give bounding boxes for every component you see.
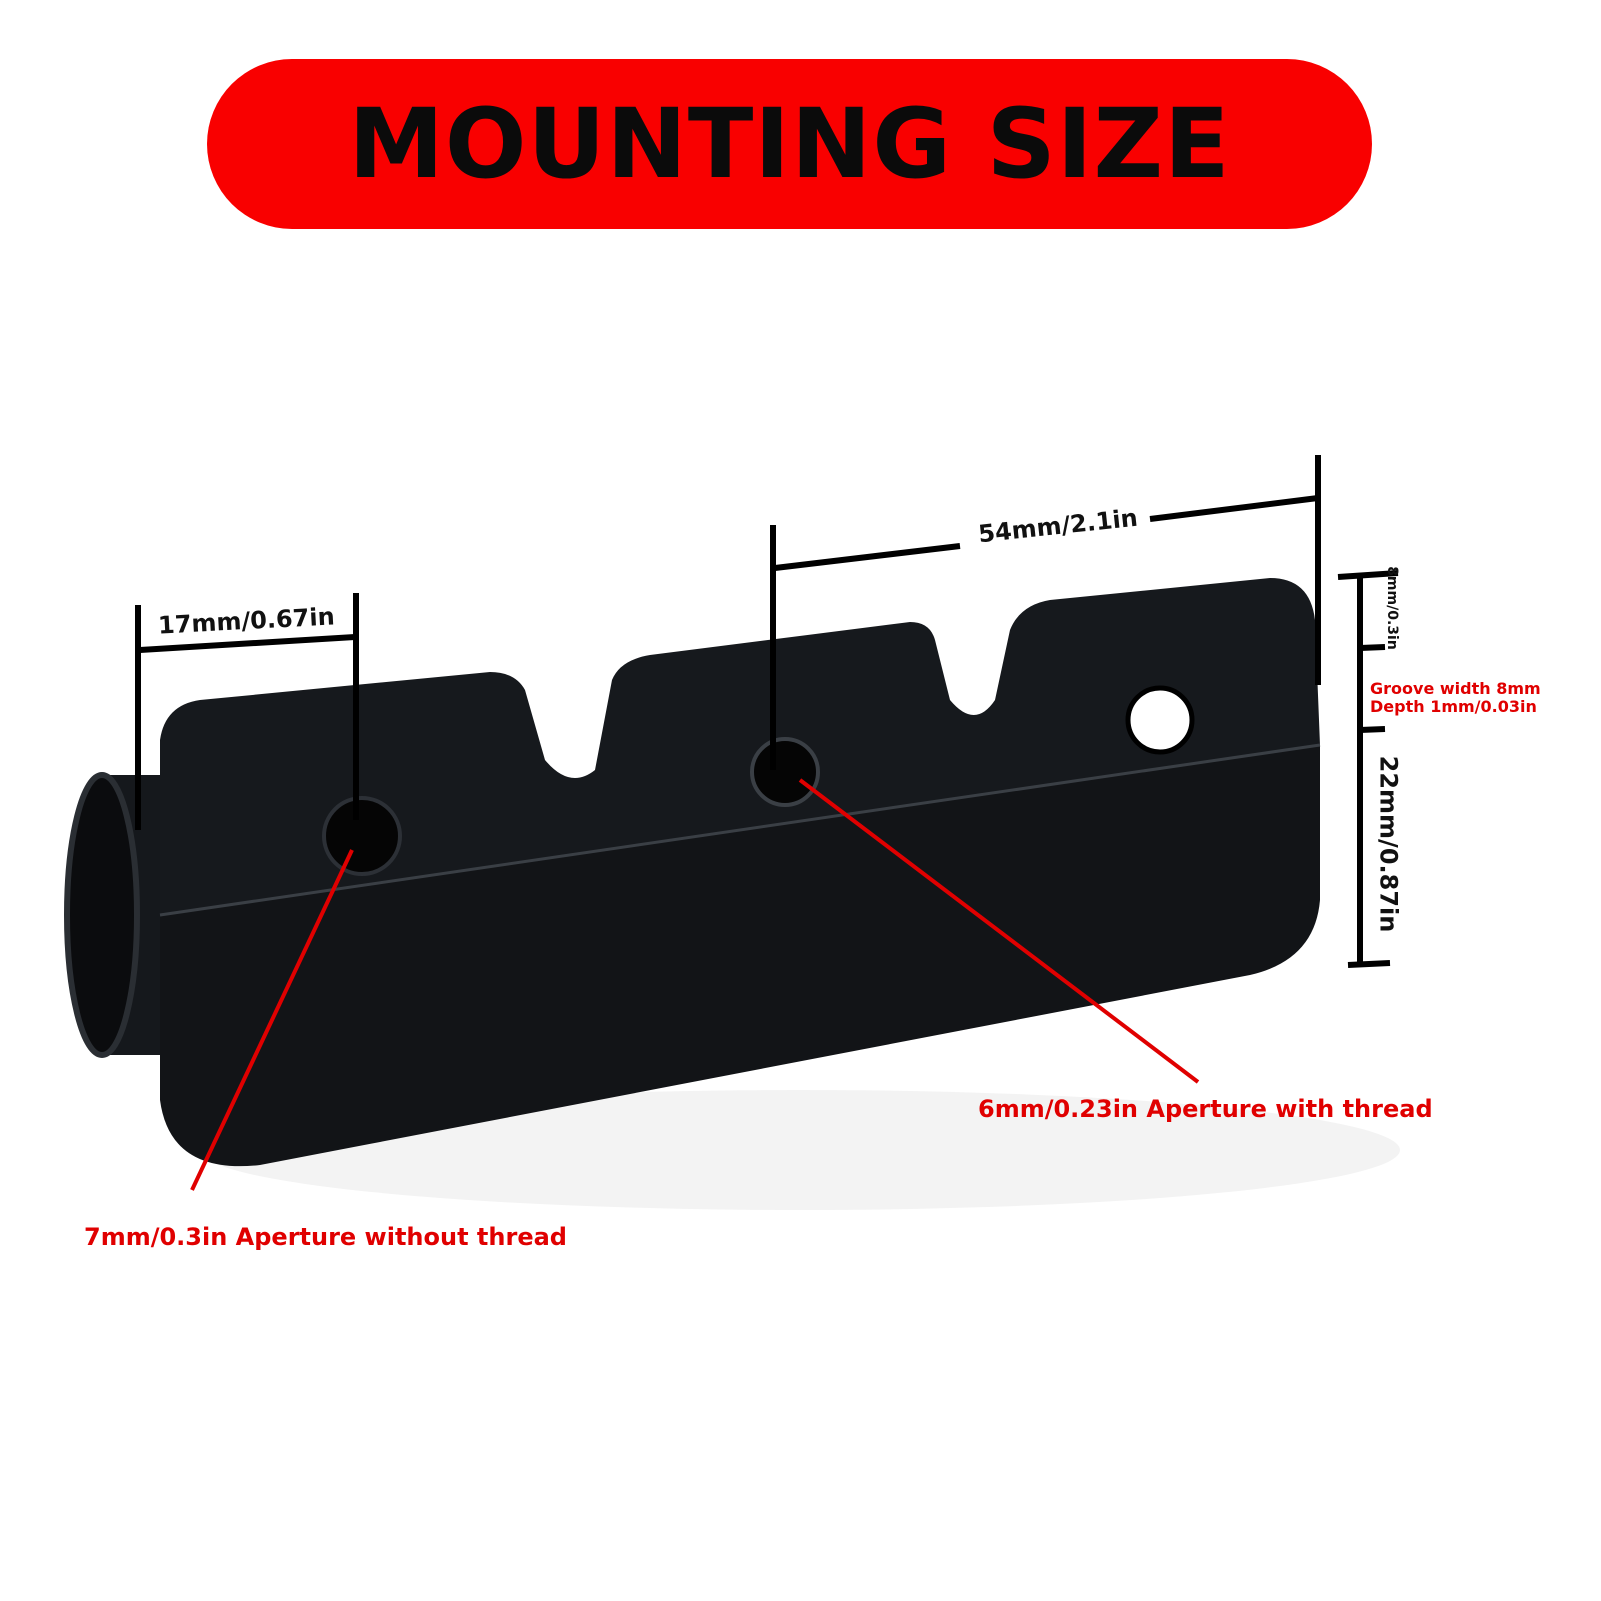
groove-depth-text: Depth 1mm/0.03in (1370, 697, 1537, 716)
through-hole (1125, 685, 1195, 755)
product-image (64, 578, 1321, 1167)
groove-width-text: Groove width 8mm (1370, 679, 1541, 698)
callout-leaders (190, 778, 1200, 1191)
unthreaded-hole-callout: 7mm/0.3in Aperture without thread (84, 1223, 567, 1251)
dimension-lines (135, 455, 1399, 968)
shadow (200, 1090, 1400, 1210)
threaded-hole-callout: 6mm/0.23in Aperture with thread (978, 1095, 1433, 1123)
groove-label: 8mm/0.3in (1383, 566, 1400, 650)
title-banner: MOUNTING SIZE (207, 59, 1372, 229)
threaded-hole (750, 737, 820, 807)
groove-callout: Groove width 8mm Depth 1mm/0.03in (1370, 680, 1541, 716)
page-title: MOUNTING SIZE (348, 88, 1231, 200)
unthreaded-hole (322, 796, 402, 876)
height-label: 22mm/0.87in (1374, 755, 1403, 933)
